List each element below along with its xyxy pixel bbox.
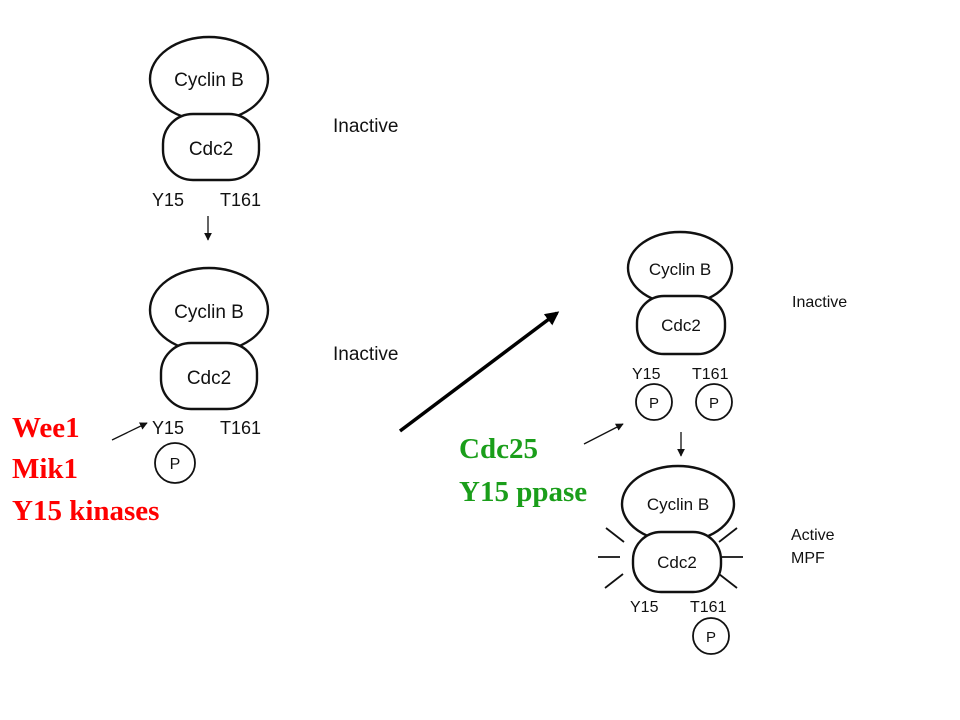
- cdc2-shape: [631, 530, 723, 594]
- cyclin-b-label: Cyclin B: [647, 495, 709, 514]
- y15-kinases-label: Y15 kinases: [12, 495, 159, 527]
- cdc25-label: Cdc25: [459, 433, 538, 465]
- phosphate-label: P: [649, 395, 659, 412]
- phosphate-circle: [154, 442, 196, 484]
- inactive-state-label: Inactive: [792, 294, 847, 311]
- cyclin-b-label: Cyclin B: [174, 302, 244, 323]
- cdc2-shape: [159, 341, 259, 411]
- kinase-pointer-arrow: [111, 422, 148, 441]
- cdc2-shape: [635, 294, 727, 356]
- y15-kinases-label-group: Wee1 Mik1 Y15 kinases: [12, 412, 159, 527]
- cdc2-label: Cdc2: [661, 316, 701, 335]
- t161-site-label: T161: [220, 418, 261, 438]
- cdc2-label: Cdc2: [187, 368, 231, 389]
- y15-site-label: Y15: [632, 366, 661, 383]
- mik1-label: Mik1: [12, 453, 78, 485]
- phosphate-circle-t161: [692, 617, 730, 655]
- complex-2: Cyclin B Cdc2 Y15 T161 P Inactive: [148, 266, 398, 484]
- t161-site-label: T161: [692, 366, 729, 383]
- cdc2-label: Cdc2: [657, 553, 697, 572]
- phosphate-circle-t161: [695, 383, 733, 421]
- y15-ppase-label: Y15 ppase: [459, 476, 587, 508]
- phosphatase-pointer-arrow: [583, 423, 624, 445]
- transition-arrow: [398, 311, 560, 433]
- active-state-label: Active: [791, 527, 835, 544]
- complex-1: Cyclin B Cdc2 Y15 T161 Inactive: [148, 35, 398, 210]
- cdc2-shape: [161, 112, 261, 182]
- phosphate-label: P: [706, 629, 716, 646]
- complex-3: Cyclin B Cdc2 Y15 T161 P P Inactive: [626, 230, 847, 421]
- inactive-state-label: Inactive: [333, 116, 398, 137]
- inactive-state-label: Inactive: [333, 344, 398, 365]
- cyclin-b-label: Cyclin B: [649, 260, 711, 279]
- complex-4: Cyclin B Cdc2 Y15 T161 P Active MPF: [598, 464, 835, 655]
- phosphate-label: P: [170, 456, 181, 473]
- phosphate-circle-y15: [635, 383, 673, 421]
- y15-site-label: Y15: [630, 599, 659, 616]
- phosphate-label: P: [709, 395, 719, 412]
- y15-site-label: Y15: [152, 418, 184, 438]
- cdc2-label: Cdc2: [189, 139, 233, 160]
- y15-phosphatase-label-group: Cdc25 Y15 ppase: [459, 433, 587, 508]
- mpf-state-label: MPF: [791, 550, 825, 567]
- t161-site-label: T161: [220, 190, 261, 210]
- wee1-label: Wee1: [12, 412, 80, 444]
- activity-rays: [598, 527, 743, 589]
- y15-site-label: Y15: [152, 190, 184, 210]
- t161-site-label: T161: [690, 599, 727, 616]
- cyclin-b-label: Cyclin B: [174, 70, 244, 91]
